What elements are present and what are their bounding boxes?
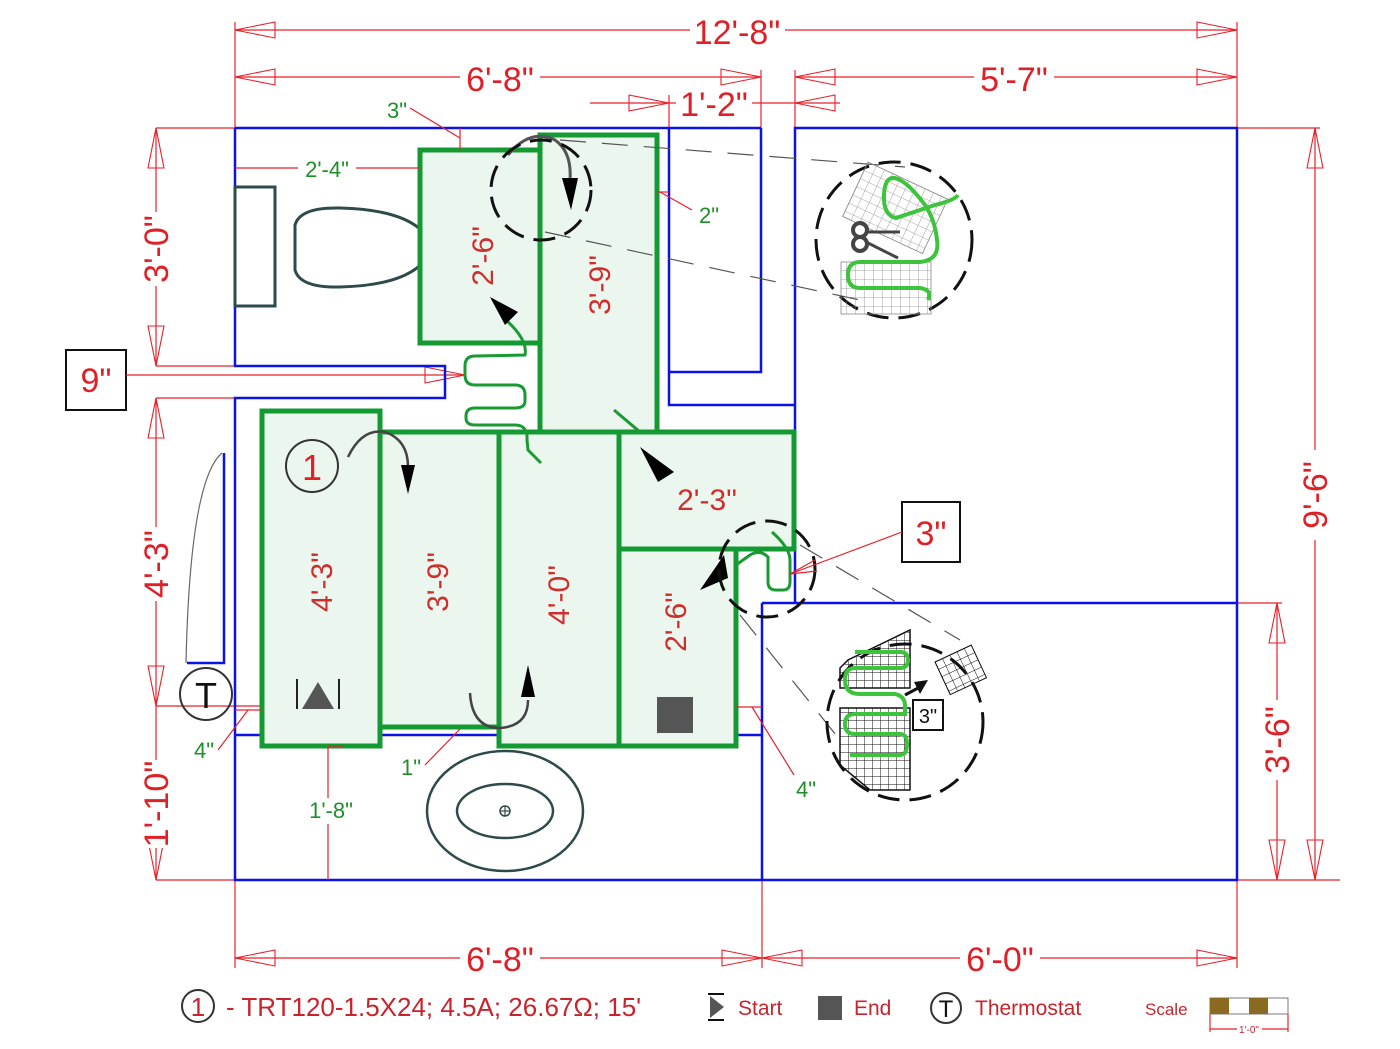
mat-1-label: 2'-6": [467, 226, 500, 286]
start-icon: [708, 993, 724, 1021]
dim-top-right-width: 5'-7": [980, 61, 1048, 99]
end-marker: [657, 697, 693, 733]
detail-callout-markers: [489, 138, 961, 741]
scale-bar: 1'-0": [1209, 997, 1289, 1036]
scale-length-label: 1'-0": [1239, 1025, 1259, 1036]
shower-door: [185, 452, 223, 664]
clearance-toilet: 2'-4": [305, 157, 349, 182]
sink: [425, 749, 585, 873]
mat-7-label: 2'-6": [660, 592, 693, 652]
clearance-top: 3": [387, 98, 407, 123]
dim-bottom-right-width: 6'-0": [966, 941, 1034, 979]
dim-left-middle-height: 4'-3": [138, 530, 176, 598]
dimension-top-left: 6'-8": [234, 60, 762, 128]
clearance-bottom-gap: 1": [401, 755, 421, 780]
mat-5-label: 4'-0": [543, 565, 576, 625]
circuit-marker-number: 1: [302, 447, 322, 488]
detail-gap-label: 3": [919, 706, 937, 728]
legend-scale-label: Scale: [1145, 1000, 1188, 1019]
legend-circuit-number: 1: [191, 992, 205, 1022]
thermostat-marker: T: [179, 667, 233, 721]
dimension-overall-width: 12'-8": [234, 14, 1238, 128]
dimension-right-overall: 9'-6": [1237, 127, 1340, 881]
dimension-top-gap: 1'-2": [590, 86, 840, 128]
clearance-labels: 3" 2'-4" 2" 4" 1" 1'-8" 4": [194, 98, 816, 880]
clearance-closet: 2": [699, 203, 719, 228]
detail-mat-gap: 3": [825, 628, 988, 802]
heating-cable-loops: [463, 318, 792, 592]
mat-2: [537, 132, 660, 436]
mat-gap-box-label: 3": [916, 515, 947, 553]
mat-5: [496, 429, 622, 749]
clearance-right: 4": [796, 777, 816, 802]
end-icon: [818, 996, 842, 1020]
mat-4-label: 3'-9": [422, 552, 455, 612]
dim-right-overall-height: 9'-6": [1297, 461, 1335, 529]
clearance-left: 4": [194, 738, 214, 763]
dim-overall-width: 12'-8": [694, 14, 781, 52]
direction-arrows: [346, 134, 728, 730]
thermostat-marker-letter: T: [195, 675, 217, 716]
mat-2-label: 3'-9": [584, 255, 617, 315]
wall-offset-callout: 9": [65, 349, 466, 411]
detail-cut-mat: [814, 160, 974, 320]
heating-mats: 2'-6" 3'-9" 4'-3" 3'-9" 4'-0" 2'-3" 2'-6…: [259, 132, 797, 749]
start-marker: [296, 679, 340, 709]
dim-right-lower-height: 3'-6": [1259, 706, 1297, 774]
clearance-vanity: 1'-8": [309, 798, 353, 823]
dimension-left-middle: 4'-3": [138, 397, 262, 707]
mat-1: [417, 147, 543, 346]
circuit-marker: 1: [285, 439, 339, 493]
toilet: [233, 185, 434, 308]
mat-gap-callout: 3": [789, 501, 961, 575]
dim-bottom-left-width: 6'-8": [466, 941, 534, 979]
dimension-bottom: 6'-8" 6'-0": [234, 880, 1238, 979]
dim-left-upper-height: 3'-0": [138, 215, 176, 283]
walls: [187, 126, 1239, 882]
legend: 1 - TRT120-1.5X24; 4.5A; 26.67Ω; 15' Sta…: [181, 989, 1289, 1036]
mat-4: [377, 429, 502, 730]
dimension-right-lower: 3'-6": [1237, 602, 1297, 881]
scissors-icon: [851, 221, 900, 260]
dim-top-left-width: 6'-8": [466, 61, 534, 99]
dim-top-gap: 1'-2": [680, 86, 748, 124]
dimension-left-upper: 3'-0": [138, 127, 235, 367]
dimension-top-right: 5'-7": [794, 60, 1238, 128]
dimension-left-lower: 1'-10": [138, 706, 235, 881]
mat-3-label: 4'-3": [306, 552, 339, 612]
legend-end-label: End: [854, 997, 891, 1020]
dim-left-lower-height: 1'-10": [138, 761, 176, 848]
legend-thermostat-label: Thermostat: [975, 997, 1081, 1020]
legend-circuit-spec: - TRT120-1.5X24; 4.5A; 26.67Ω; 15': [226, 992, 641, 1022]
wall-offset-box-label: 9": [81, 362, 112, 400]
legend-start-label: Start: [738, 997, 783, 1020]
legend-thermostat-symbol: T: [939, 996, 954, 1023]
mat-6-label: 2'-3": [677, 484, 737, 517]
